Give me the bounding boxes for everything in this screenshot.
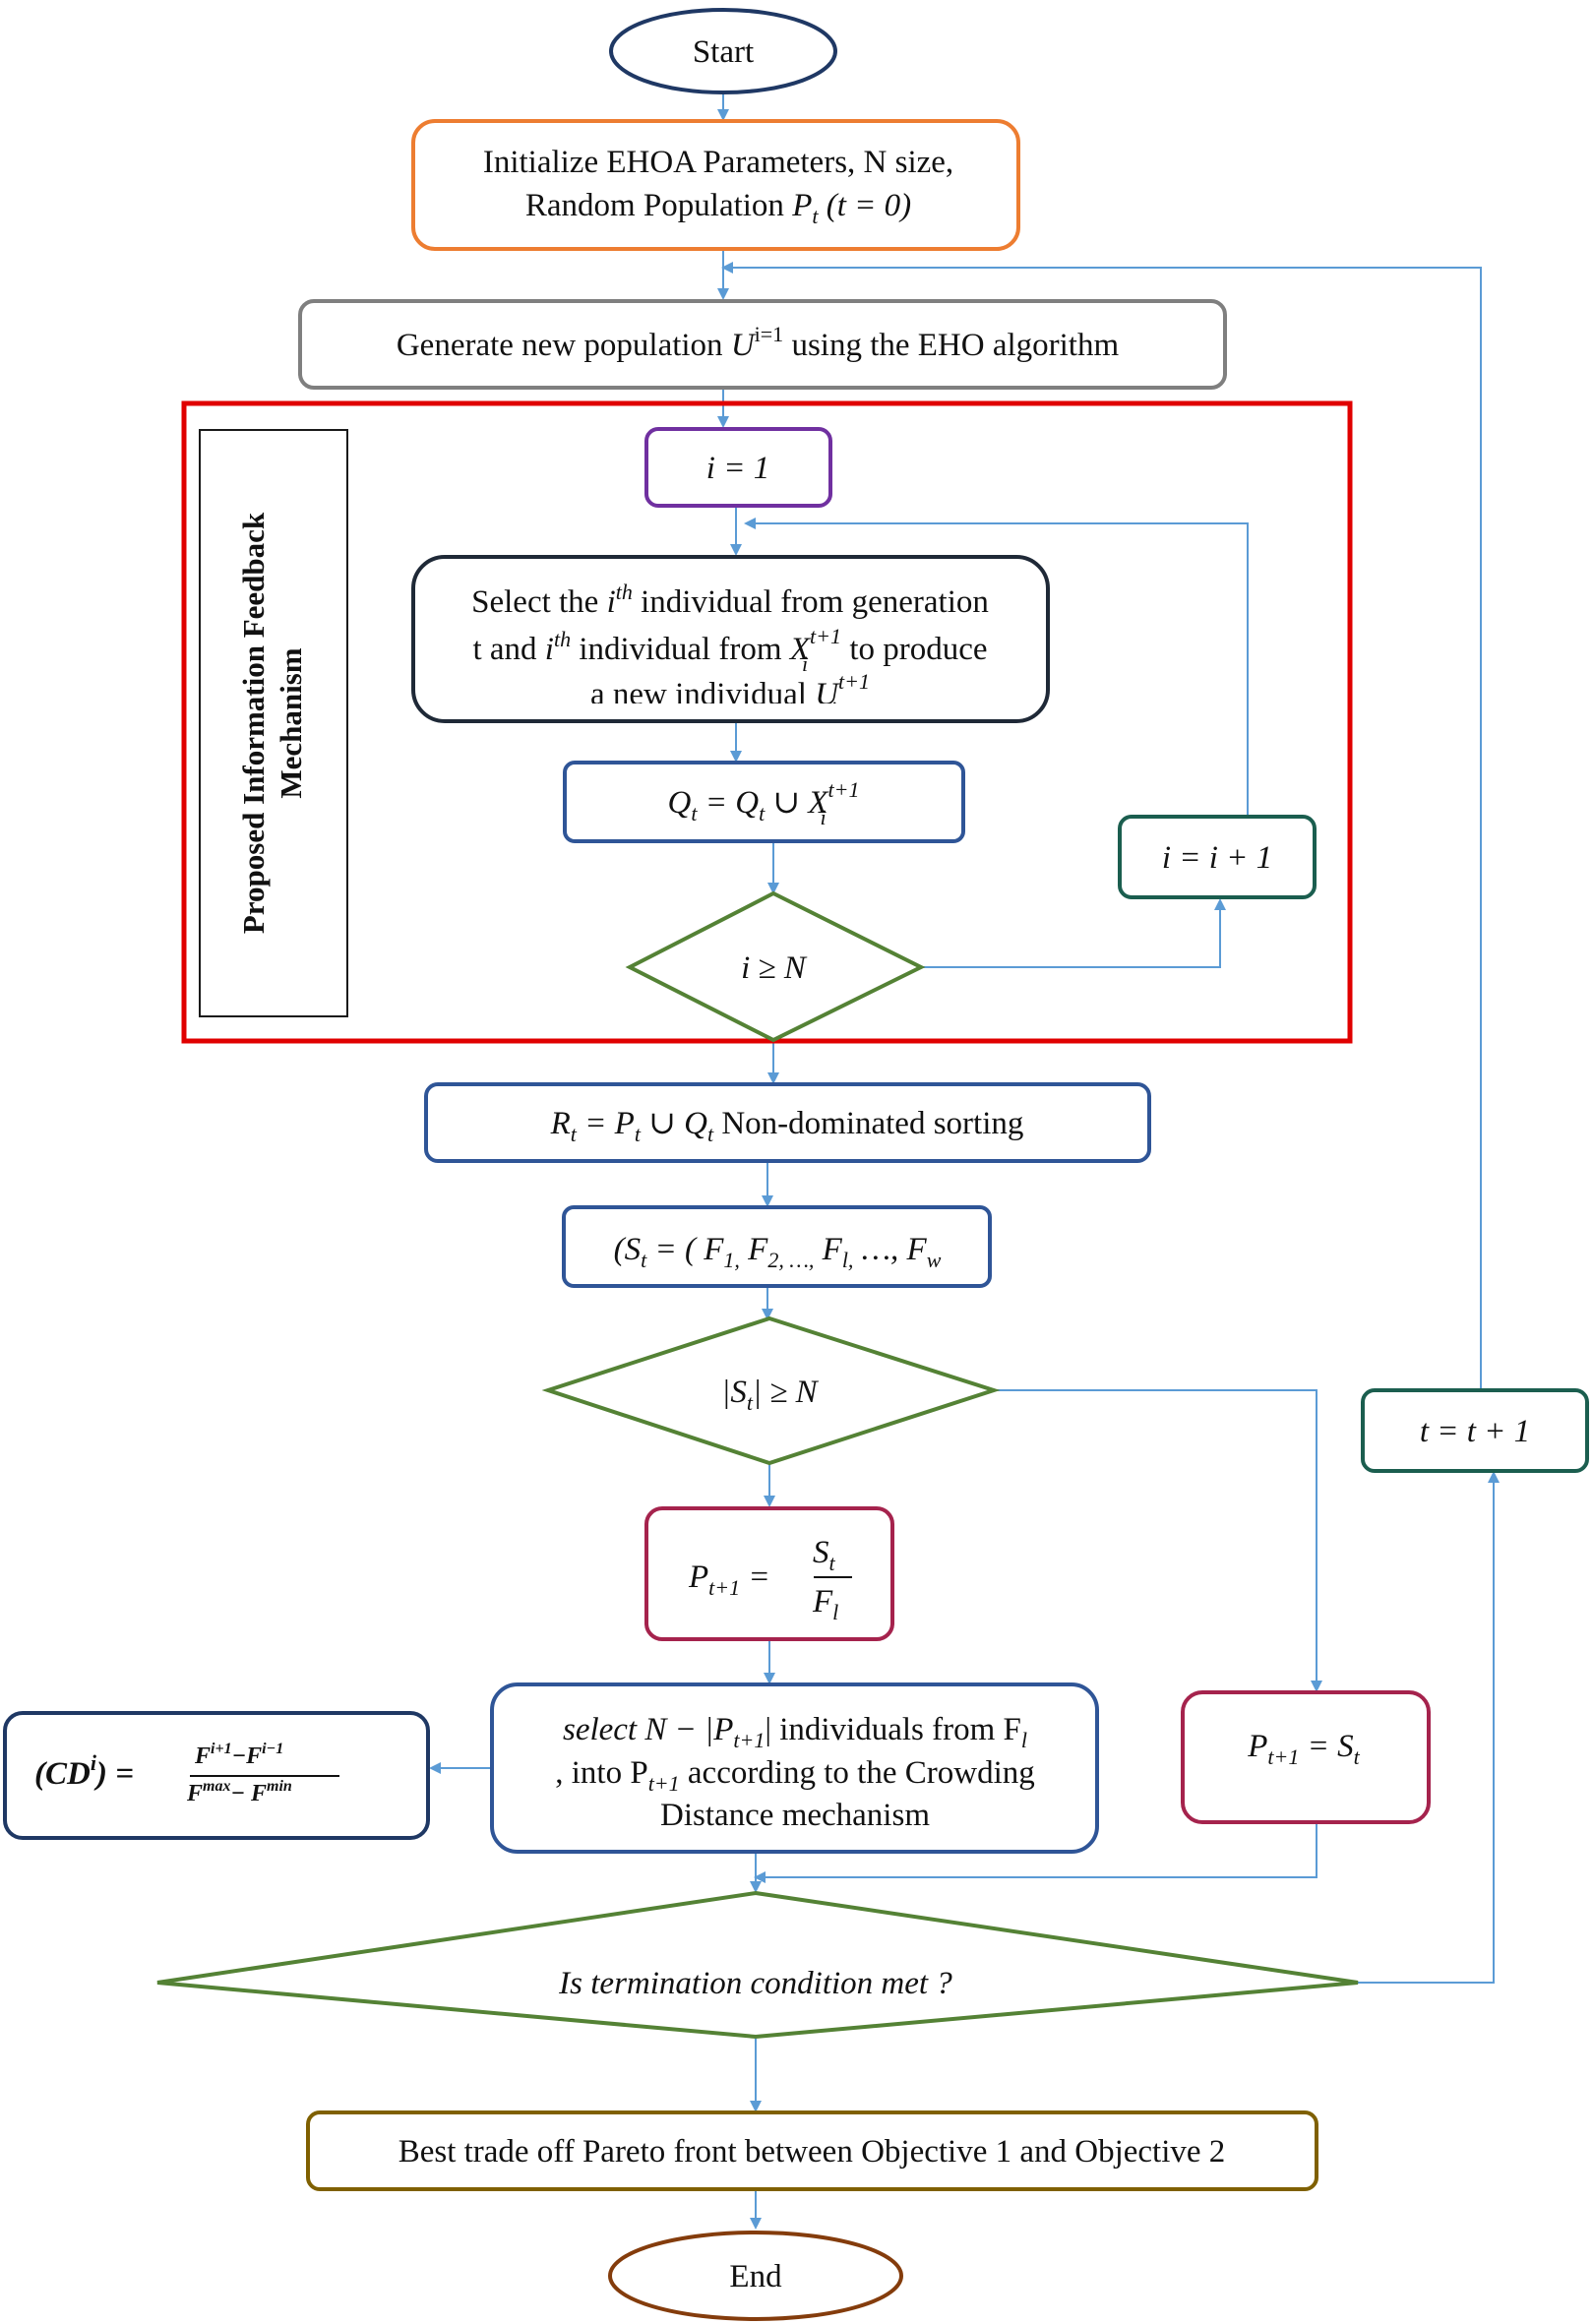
p-equals-s-box: Pt+1 = St [1181,1690,1431,1824]
crowding-selection-box: select N − |Pt+1| individuals from Fl , … [490,1682,1099,1854]
mechanism-label-line1: Proposed Information Feedback [236,512,271,934]
r-union-box: Rt = Pt ∪ Qt Non-dominated sorting [424,1082,1151,1163]
start-node: Start [609,8,837,94]
p-next-label: Pt+1 = [688,1560,770,1600]
i-ge-n-decision: i ≥ N [625,890,926,1043]
i-increment-label: i = i + 1 [1162,840,1272,876]
initialize-line1: Initialize EHOA Parameters, N size, [483,145,953,180]
start-label: Start [693,34,754,70]
generate-label: Generate new population Ui=1 using the E… [397,322,1120,363]
mechanism-label-line2: Mechanism [274,647,308,798]
best-tradeoff-label: Best trade off Pareto front between Obje… [398,2134,1226,2170]
select-line1: Select the ith individual from generatio… [471,580,989,620]
st-size-decision: |St| ≥ N [541,1315,1001,1466]
generate-box: Generate new population Ui=1 using the E… [298,299,1227,390]
initialize-line2: Random Population Pt (t = 0) [525,188,911,228]
st-fronts-label: (St = ( F1, F2, …, Fl, …, Fw [614,1232,942,1272]
st-fronts-box: (St = ( F1, F2, …, Fl, …, Fw [562,1205,992,1288]
connectors [429,93,1500,2230]
select-individual-box: Select the ith individual from generatio… [411,555,1050,723]
select-line3: a new individual Ut+1i [590,669,870,721]
initialize-box: Initialize EHOA Parameters, N size, Rand… [411,119,1020,251]
r-union-label: Rt = Pt ∪ Qt Non-dominated sorting [550,1106,1024,1146]
end-label: End [729,2259,782,2294]
fraction-numerator: St [813,1535,836,1575]
t-increment-box: t = t + 1 [1361,1388,1589,1473]
crowding-distance-formula-box: (CDi) = Fi+1−Fi−1 Fmax− Fmin [3,1711,430,1840]
cd-numerator: Fi+1−Fi−1 [194,1741,283,1769]
i-init-label: i = 1 [706,451,769,486]
p-equals-s-label: Pt+1 = St [1247,1729,1360,1769]
crowding-line3: Distance mechanism [660,1798,930,1833]
fraction-denominator: Fl [812,1584,838,1624]
cd-label: (CDi) = [34,1750,134,1792]
i-increment-box: i = i + 1 [1118,815,1317,899]
best-tradeoff-box: Best trade off Pareto front between Obje… [306,2110,1318,2191]
arrow-termination-to-t-increment [1358,1471,1500,1984]
cd-denominator: Fmax− Fmin [186,1778,292,1806]
crowding-line2: , into Pt+1 according to the Crowding [555,1755,1035,1796]
termination-label: Is termination condition met ? [558,1966,952,2001]
arrow-loop-i-back [744,518,1249,815]
feedback-mechanism-frame: Proposed Information Feedback Mechanism [181,400,1353,1044]
st-size-label: |St| ≥ N [721,1375,819,1415]
p-next-fraction-box: Pt+1 = St Fl [644,1506,894,1641]
i-init-box: i = 1 [644,427,832,508]
arrow-decision-to-increment [921,898,1226,968]
arrow-loop-t-back [721,262,1482,1390]
i-ge-n-label: i ≥ N [741,950,808,986]
t-increment-label: t = t + 1 [1420,1414,1530,1449]
termination-decision: Is termination condition met ? [156,1890,1359,2040]
arrow-decision-to-p-eq-s [994,1389,1322,1692]
arrow-p-eq-s-merge [754,1822,1317,1883]
end-node: End [608,2231,903,2321]
crowding-line1: select N − |Pt+1| individuals from Fl [563,1712,1027,1752]
